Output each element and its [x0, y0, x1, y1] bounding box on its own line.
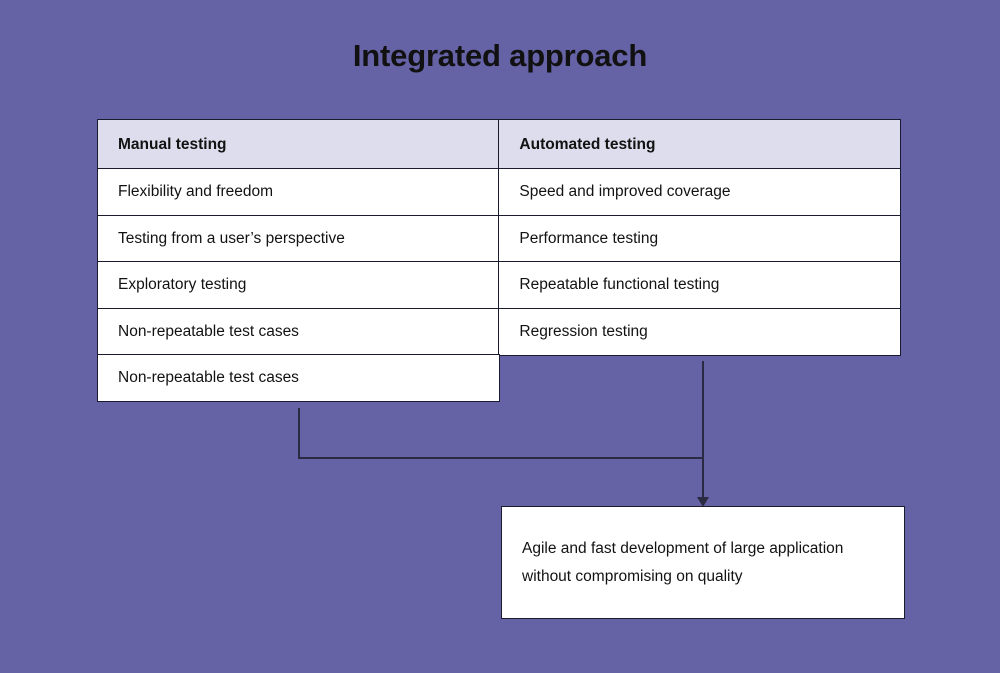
manual-testing-item: Non-repeatable test cases	[97, 307, 500, 356]
table-header-row: Manual testing Automated testing	[97, 119, 903, 170]
automated-testing-item: Speed and improved coverage	[498, 168, 902, 217]
column-header-manual-testing: Manual testing	[97, 119, 500, 170]
table-row: Flexibility and freedom Speed and improv…	[97, 168, 903, 217]
automated-testing-item: Regression testing	[498, 307, 902, 356]
arrow-down-icon	[697, 497, 709, 507]
automated-testing-item: Performance testing	[498, 214, 902, 263]
manual-testing-item: Non-repeatable test cases	[97, 354, 500, 403]
automated-testing-item-empty	[498, 354, 901, 402]
manual-testing-item: Exploratory testing	[97, 261, 500, 310]
table-row: Exploratory testing Repeatable functiona…	[97, 261, 903, 310]
manual-testing-item: Testing from a user’s perspective	[97, 214, 500, 263]
outcome-text: Agile and fast development of large appl…	[522, 539, 844, 585]
connector-line-left-vertical	[298, 408, 301, 459]
connector-line-right-vertical	[702, 361, 705, 504]
table-row: Non-repeatable test cases	[97, 354, 903, 403]
outcome-box: Agile and fast development of large appl…	[501, 506, 905, 619]
comparison-table: Manual testing Automated testing Flexibi…	[97, 119, 903, 403]
table-row: Non-repeatable test cases Regression tes…	[97, 307, 903, 356]
connector-line-horizontal	[298, 457, 704, 460]
table-row: Testing from a user’s perspective Perfor…	[97, 214, 903, 263]
column-header-automated-testing: Automated testing	[498, 119, 902, 170]
manual-testing-item: Flexibility and freedom	[97, 168, 500, 217]
automated-testing-item: Repeatable functional testing	[498, 261, 902, 310]
page-title: Integrated approach	[352, 38, 648, 73]
